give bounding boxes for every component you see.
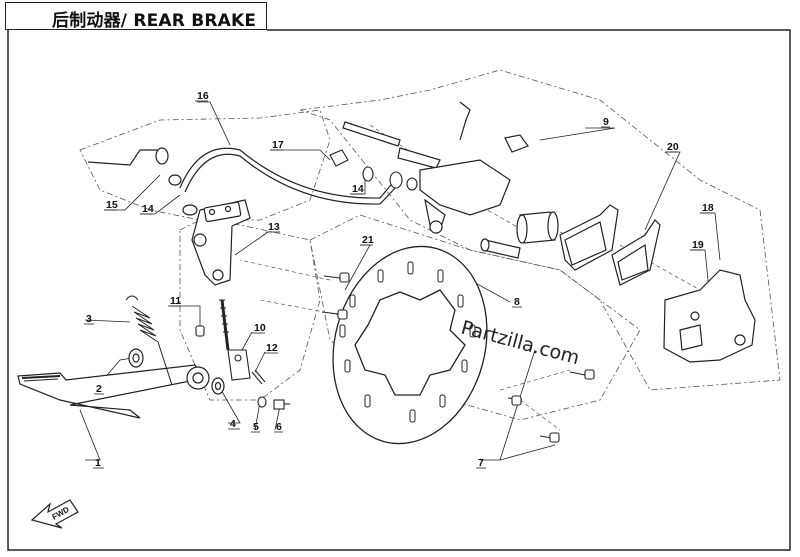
washer-part	[128, 348, 144, 368]
clevis-part	[219, 299, 251, 381]
fwd-arrow-icon	[30, 499, 79, 529]
leader-11	[170, 305, 201, 330]
caliper-part	[342, 101, 529, 259]
bushing-part	[195, 325, 205, 337]
callout-3: 3	[86, 313, 92, 325]
callout-20: 20	[667, 141, 679, 153]
leader-5	[254, 401, 261, 431]
leader-16	[197, 101, 231, 146]
leader-1	[79, 409, 101, 461]
callout-6: 6	[276, 421, 282, 433]
callout-19: 19	[692, 239, 704, 251]
washer-4-part	[211, 377, 225, 395]
leader-4	[219, 387, 241, 424]
leader-3	[84, 319, 131, 323]
callout-17: 17	[272, 139, 284, 151]
callout-7: 7	[478, 457, 484, 469]
group-outline-hose	[79, 109, 331, 221]
callout-1: 1	[95, 457, 101, 469]
brake-pads-part	[559, 204, 661, 286]
caliper-bracket-part	[663, 269, 756, 363]
callout-4: 4	[230, 418, 236, 430]
leader-17	[270, 149, 331, 161]
piston-part	[516, 211, 559, 244]
banjo-bolt-part	[329, 149, 418, 191]
leader-9	[539, 127, 616, 141]
title-box: 后制动器/ REAR BRAKE	[5, 2, 267, 31]
callout-16: 16	[197, 90, 209, 102]
cotter-pin-part	[251, 369, 266, 385]
diagram-title: 后制动器/ REAR BRAKE	[52, 11, 257, 31]
brake-hose-part	[87, 147, 398, 216]
callout-13: 13	[268, 221, 280, 233]
leader-18	[700, 212, 721, 261]
callout-5: 5	[253, 421, 259, 433]
callout-12: 12	[266, 342, 278, 354]
disc-bolts-part	[321, 272, 595, 443]
nut-bolt-part	[257, 396, 290, 410]
leader-13	[234, 231, 269, 256]
callout-21: 21	[362, 234, 374, 246]
leader-12	[254, 351, 266, 373]
return-spring-part	[125, 295, 173, 386]
drawing-frame	[7, 29, 791, 551]
group-outline-caliper	[299, 69, 781, 391]
callout-9: 9	[603, 116, 609, 128]
callout-18: 18	[702, 202, 714, 214]
leader-20	[644, 151, 681, 231]
callout-8: 8	[514, 296, 520, 308]
leader-7b	[499, 444, 556, 461]
callout-11: 11	[170, 295, 181, 307]
brake-disc-part	[332, 245, 488, 445]
callout-10: 10	[254, 322, 266, 334]
callout-15: 15	[106, 199, 118, 211]
leader-2	[102, 357, 133, 381]
callout-14b: 14	[352, 183, 364, 195]
callout-2: 2	[96, 383, 102, 395]
brake-pedal-part	[17, 364, 210, 419]
master-cylinder-part	[191, 199, 251, 286]
leader-6	[274, 405, 281, 431]
callout-14a: 14	[142, 203, 154, 215]
leader-10	[241, 331, 253, 351]
